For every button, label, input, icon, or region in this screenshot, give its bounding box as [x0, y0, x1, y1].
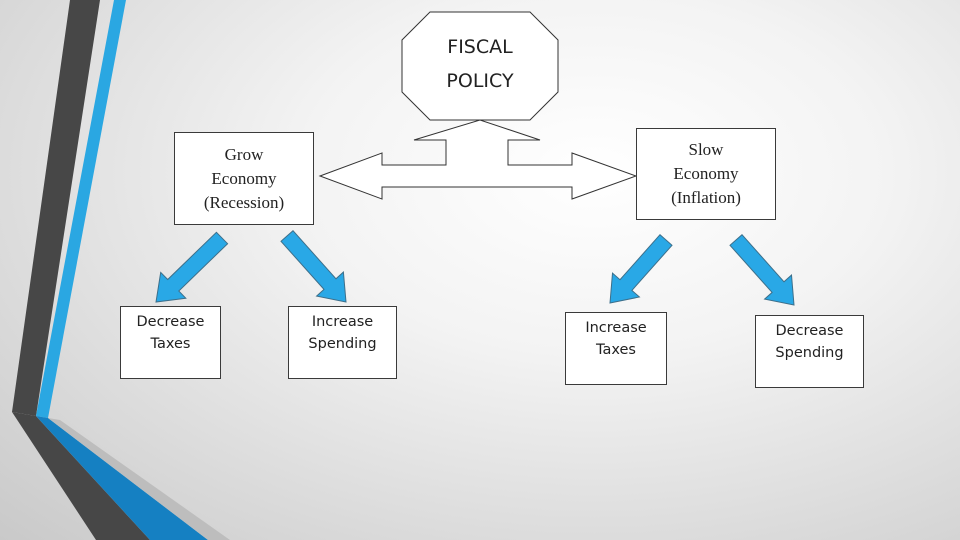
double-arrow-connector — [318, 119, 638, 200]
stripe-light-diagonal — [48, 418, 230, 540]
arrow-to-decrease-spending — [729, 233, 795, 306]
increase-taxes-line-2: Taxes — [596, 342, 636, 358]
decrease-taxes-line-2: Taxes — [150, 336, 191, 352]
policy-title: FISCAL POLICY — [400, 30, 560, 98]
policy-title-line-1: FISCAL — [447, 36, 513, 58]
grow-label-line-3: (Recession) — [203, 192, 285, 212]
decrease-spending-box: Decrease Spending — [755, 315, 864, 388]
policy-octagon — [401, 11, 559, 121]
stripe-dark-vertical — [12, 0, 100, 416]
increase-spending-line-1: Increase — [311, 314, 374, 330]
arrow-to-increase-taxes — [609, 233, 673, 304]
slow-label-line-3: (Inflation) — [671, 188, 741, 207]
increase-taxes-box: Increase Taxes — [565, 312, 667, 385]
decrease-spending-line-2: Spending — [775, 345, 844, 361]
slow-label-line-2: Economy — [673, 164, 739, 183]
grow-label-line-2: Economy — [211, 168, 277, 188]
stripe-dark-diagonal — [12, 412, 150, 540]
policy-title-line-2: POLICY — [446, 70, 514, 92]
increase-spending-line-2: Spending — [308, 336, 377, 352]
stripe-blue-vertical — [36, 0, 126, 418]
slow-economy-box: Slow Economy (Inflation) — [636, 128, 776, 220]
stripe-blue-diagonal — [36, 416, 208, 540]
grow-economy-box: Grow Economy (Recession) — [174, 132, 314, 225]
arrow-to-decrease-taxes — [155, 231, 229, 303]
decrease-taxes-line-1: Decrease — [136, 314, 205, 330]
decrease-taxes-box: Decrease Taxes — [120, 306, 221, 379]
grow-label-line-1: Grow — [224, 144, 264, 164]
slow-label-line-1: Slow — [688, 140, 724, 159]
increase-taxes-line-1: Increase — [585, 320, 647, 336]
arrow-to-increase-spending — [280, 229, 347, 303]
increase-spending-box: Increase Spending — [288, 306, 397, 379]
decrease-spending-line-1: Decrease — [775, 323, 844, 339]
